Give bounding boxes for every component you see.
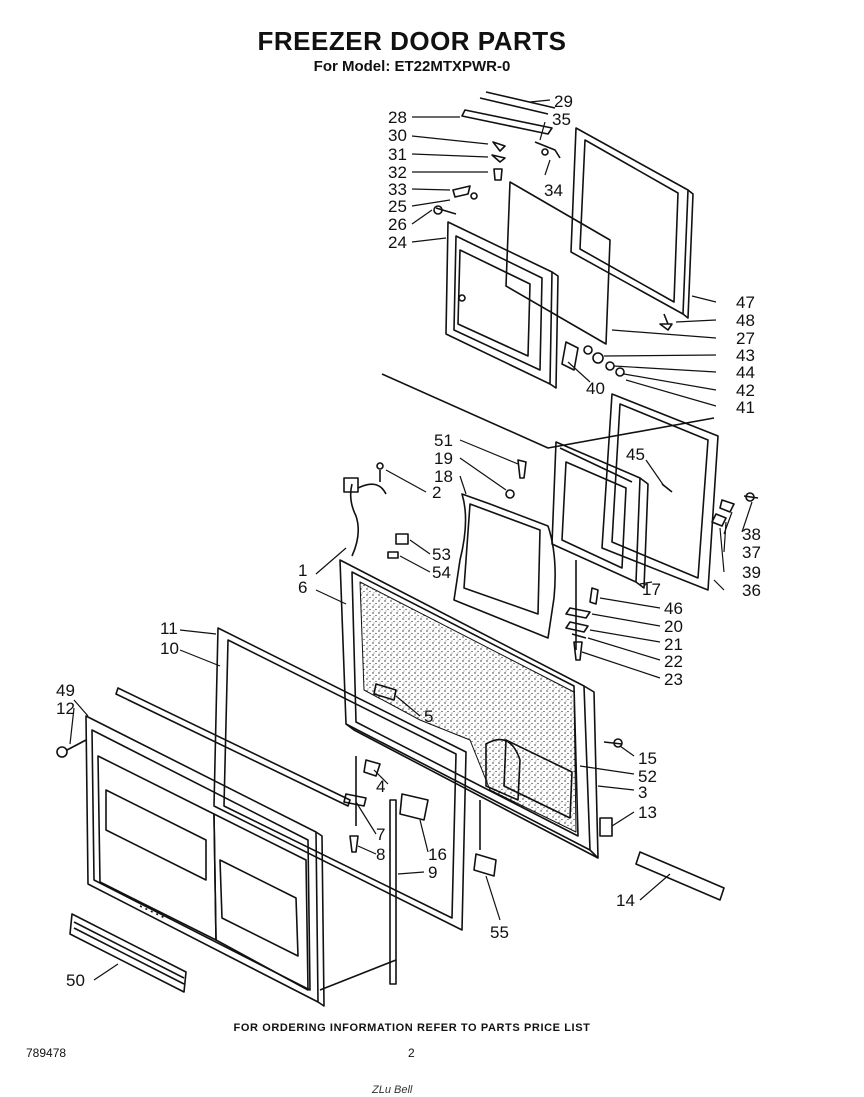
callout-39: 39 (742, 563, 761, 582)
callout-29: 29 (554, 92, 573, 111)
callout-17: 17 (642, 580, 661, 599)
leader-lines (69, 99, 753, 981)
callout-7: 7 (376, 825, 385, 844)
page-title: FREEZER DOOR PARTS (257, 26, 567, 56)
end-cap-part (599, 817, 613, 837)
callout-37: 37 (742, 543, 761, 562)
heater-loop (453, 493, 556, 639)
callout-47: 47 (736, 293, 755, 312)
side-trim-strip (115, 687, 351, 807)
callout-16: 16 (428, 845, 447, 864)
callout-46: 46 (664, 599, 683, 618)
dispenser-housing (551, 441, 649, 589)
callout-35: 35 (552, 110, 571, 129)
callout-43: 43 (736, 346, 755, 365)
ordering-info-note: FOR ORDERING INFORMATION REFER TO PARTS … (233, 1022, 591, 1034)
callout-42: 42 (736, 381, 755, 400)
hinge-hardware (433, 141, 561, 215)
handle-bar (635, 851, 725, 901)
main-door-shell (339, 559, 599, 859)
callout-4: 4 (376, 777, 385, 796)
projection-line-upper (381, 373, 715, 449)
projection-line-trim (319, 959, 397, 991)
callout-34: 34 (544, 181, 563, 200)
gasket-frame (601, 393, 719, 591)
callout-8: 8 (376, 845, 385, 864)
callout-44: 44 (736, 363, 755, 382)
callout-26: 26 (388, 215, 407, 234)
callout-51: 51 (434, 431, 453, 450)
callout-53: 53 (432, 545, 451, 564)
callout-12: 12 (56, 699, 75, 718)
callout-3: 3 (638, 783, 647, 802)
callout-33: 33 (388, 180, 407, 199)
callout-20: 20 (664, 617, 683, 636)
callout-5: 5 (424, 707, 433, 726)
inner-door-liner (445, 221, 559, 389)
callout-24: 24 (388, 233, 407, 252)
callout-18: 18 (434, 467, 453, 486)
callout-49: 49 (56, 681, 75, 700)
clip-part (387, 551, 399, 559)
callout-52: 52 (638, 767, 657, 786)
callout-2: 2 (432, 483, 441, 502)
heater-wire (343, 462, 387, 557)
callout-40: 40 (586, 379, 605, 398)
lower-hardware (343, 683, 623, 985)
callout-36: 36 (742, 581, 761, 600)
callout-54: 54 (432, 563, 451, 582)
callout-50: 50 (66, 971, 85, 990)
callout-31: 31 (388, 145, 407, 164)
callout-55: 55 (490, 923, 509, 942)
page-number: 2 (408, 1046, 415, 1060)
model-subtitle: For Model: ET22MTXPWR-0 (313, 58, 511, 75)
callout-1: 1 (298, 561, 307, 580)
callout-41: 41 (736, 398, 755, 417)
screw-part (56, 739, 87, 758)
callout-30: 30 (388, 126, 407, 145)
callout-48: 48 (736, 311, 755, 330)
callout-32: 32 (388, 163, 407, 182)
callout-15: 15 (638, 749, 657, 768)
callout-9: 9 (428, 863, 437, 882)
outer-door-panel (570, 127, 694, 319)
switch-part (395, 533, 409, 545)
callout-28: 28 (388, 108, 407, 127)
callout-10: 10 (160, 639, 179, 658)
top-hinge-strip (461, 91, 556, 135)
callout-21: 21 (664, 635, 683, 654)
signature: ZLu Bell (372, 1084, 413, 1096)
callout-6: 6 (298, 578, 307, 597)
callout-19: 19 (434, 449, 453, 468)
callout-38: 38 (742, 525, 761, 544)
bottom-trim-strip (69, 913, 187, 993)
door-gasket (213, 627, 467, 931)
document-number: 789478 (26, 1046, 67, 1060)
callout-27: 27 (736, 329, 755, 348)
callout-25: 25 (388, 197, 407, 216)
callout-14: 14 (616, 891, 635, 910)
callout-22: 22 (664, 652, 683, 671)
door-liner-front (85, 715, 325, 1007)
callout-45: 45 (626, 445, 645, 464)
right-hardware (505, 459, 759, 661)
callout-23: 23 (664, 670, 683, 689)
callout-11: 11 (160, 619, 178, 638)
callout-13: 13 (638, 803, 657, 822)
